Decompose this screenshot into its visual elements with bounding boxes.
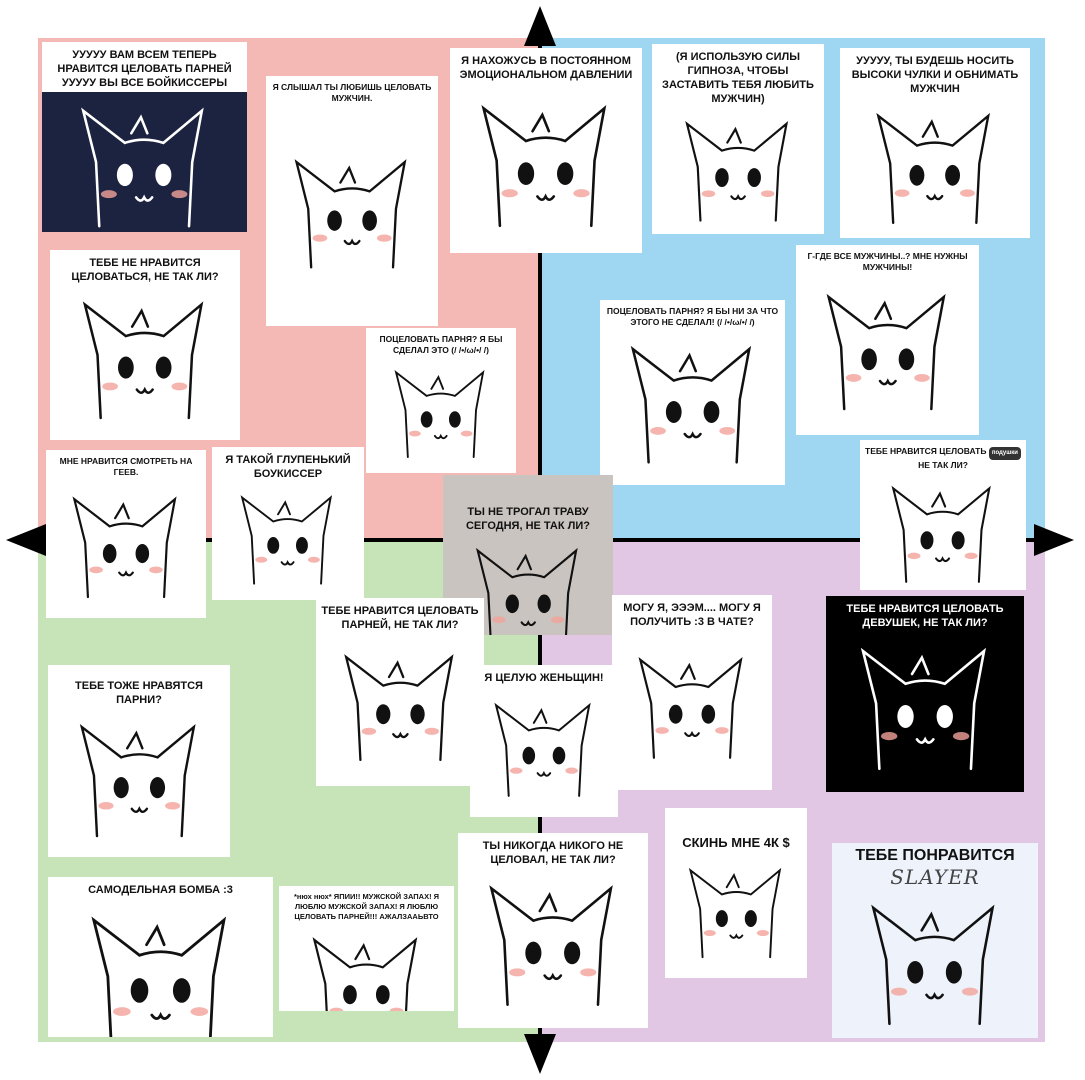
meme-caption: САМОДЕЛЬНАЯ БОМБА :3	[88, 884, 233, 896]
cat-image	[470, 687, 618, 817]
caption-text: ТЕБЕ НРАВИТСЯ ЦЕЛОВАТЬ	[865, 446, 987, 456]
meme-caption: ТЕБЕ НРАВИТСЯ ЦЕЛОВАТЬ ДЕВУШЕК, НЕ ТАК Л…	[846, 603, 1004, 629]
cat-face-icon	[91, 916, 226, 1037]
meme-caption: *нюх нюх* ЯПИИ!! МУЖСКОЙ ЗАПАХ! Я ЛЮБЛЮ …	[293, 892, 440, 921]
cat-face-icon	[871, 904, 995, 1026]
slayer-logo: SLAYER	[890, 865, 980, 889]
cat-face-icon	[294, 158, 407, 269]
meme-caption: ТЕБЕ ПОНРАВИТСЯ	[855, 847, 1015, 864]
cat-image	[316, 634, 484, 786]
cat-face-icon	[475, 548, 578, 635]
meme-card: УУУУУ ВАМ ВСЕМ ТЕПЕРЬ НРАВИТСЯ ЦЕЛОВАТЬ …	[42, 42, 247, 232]
cat-image	[42, 92, 247, 232]
meme-caption: ТЕБЕ НРАВИТСЯ ЦЕЛОВАТЬ ПАРНЕЙ, НЕ ТАК ЛИ…	[321, 605, 479, 631]
meme-caption: (Я ИСПОЛЬЗУЮ СИЛЫ ГИПНОЗА, ЧТОБЫ ЗАСТАВИ…	[662, 51, 814, 105]
meme-card: Я НАХОЖУСЬ В ПОСТОЯННОМ ЭМОЦИОНАЛЬНОМ ДА…	[450, 48, 642, 253]
meme-card: САМОДЕЛЬНАЯ БОМБА :3	[48, 877, 273, 1037]
cat-face-icon	[638, 657, 743, 760]
censored-word: подушки	[988, 447, 1021, 460]
meme-card: Я СЛЫШАЛ ТЫ ЛЮБИШЬ ЦЕЛОВАТЬ МУЖЧИН.	[266, 76, 438, 326]
meme-caption: ТЕБЕ ТОЖЕ НРАВЯТСЯ ПАРНИ?	[75, 680, 203, 706]
cat-image	[665, 852, 807, 978]
meme-caption: СКИНЬ МНЕ 4К $	[682, 835, 790, 850]
cat-image	[266, 106, 438, 326]
cat-face-icon	[688, 867, 781, 959]
cat-image	[450, 84, 642, 253]
cat-image	[652, 108, 824, 234]
cat-face-icon	[240, 494, 333, 585]
meme-card: ТЕБЕ ТОЖЕ НРАВЯТСЯ ПАРНИ?	[48, 665, 230, 857]
meme-card: Г-ГДЕ ВСЕ МУЖЧИНЫ..? МНЕ НУЖНЫ МУЖЧИНЫ!	[796, 245, 979, 435]
meme-caption: Я НАХОЖУСЬ В ПОСТОЯННОМ ЭМОЦИОНАЛЬНОМ ДА…	[459, 55, 633, 81]
meme-card: Я ТАКОЙ ГЛУПЕНЬКИЙ БОУКИССЕР	[212, 447, 364, 600]
meme-card: ТЕБЕ НРАВИТСЯ ЦЕЛОВАТЬ ПАРНЕЙ, НЕ ТАК ЛИ…	[316, 598, 484, 786]
meme-caption: ТЫ НЕ ТРОГАЛ ТРАВУ СЕГОДНЯ, НЕ ТАК ЛИ?	[465, 506, 590, 532]
cat-face-icon	[394, 369, 485, 458]
meme-card: ТЫ НИКОГДА НИКОГО НЕ ЦЕЛОВАЛ, НЕ ТАК ЛИ?	[458, 833, 648, 1028]
meme-caption: Я ЦЕЛУЮ ЖЕНЬЩИН!	[484, 672, 604, 684]
cat-face-icon	[891, 485, 992, 583]
meme-card: МОГУ Я, ЭЭЭМ.... МОГУ Я ПОЛУЧИТЬ :3 В ЧА…	[612, 595, 772, 790]
cat-face-icon	[489, 885, 614, 1007]
meme-card: УУУУУ, ТЫ БУДЕШЬ НОСИТЬ ВЫСОКИ ЧУЛКИ И О…	[840, 48, 1030, 238]
cat-face-icon	[860, 648, 986, 771]
meme-caption: МНЕ НРАВИТСЯ СМОТРЕТЬ НА ГЕЕВ.	[59, 456, 193, 477]
cat-face-icon	[876, 112, 991, 224]
meme-caption: Я ТАКОЙ ГЛУПЕНЬКИЙ БОУКИССЕР	[225, 454, 351, 480]
meme-card: ТЕБЕ НРАВИТСЯ ЦЕЛОВАТЬ подушки НЕ ТАК ЛИ?	[860, 440, 1026, 590]
cat-image	[826, 632, 1024, 792]
cat-image	[50, 286, 240, 440]
meme-caption: Г-ГДЕ ВСЕ МУЖЧИНЫ..? МНЕ НУЖНЫ МУЖЧИНЫ!	[807, 251, 968, 272]
cat-image	[840, 98, 1030, 238]
cat-image	[443, 535, 613, 635]
cat-image	[458, 869, 648, 1028]
cat-face-icon	[630, 346, 751, 464]
meme-card: МНЕ НРАВИТСЯ СМОТРЕТЬ НА ГЕЕВ.	[46, 450, 206, 618]
meme-card: ТЕБЕ НРАВИТСЯ ЦЕЛОВАТЬ ДЕВУШЕК, НЕ ТАК Л…	[826, 596, 1024, 792]
meme-caption: ТЕБЕ НЕ НРАВИТСЯ ЦЕЛОВАТЬСЯ, НЕ ТАК ЛИ?	[71, 257, 219, 283]
meme-card: Я ЦЕЛУЮ ЖЕНЬЩИН!	[470, 665, 618, 817]
meme-card: *нюх нюх* ЯПИИ!! МУЖСКОЙ ЗАПАХ! Я ЛЮБЛЮ …	[279, 886, 454, 1011]
cat-image	[48, 709, 230, 857]
meme-card: (Я ИСПОЛЬЗУЮ СИЛЫ ГИПНОЗА, ЧТОБЫ ЗАСТАВИ…	[652, 44, 824, 234]
cat-face-icon	[81, 107, 205, 228]
meme-caption: УУУУУ ВАМ ВСЕМ ТЕПЕРЬ НРАВИТСЯ ЦЕЛОВАТЬ …	[42, 42, 247, 92]
cat-face-icon	[481, 104, 607, 227]
cat-face-icon	[343, 654, 454, 762]
cat-image	[46, 480, 206, 618]
arrow-left-icon	[6, 524, 46, 556]
cat-image	[832, 889, 1038, 1038]
meme-card: ПОЦЕЛОВАТЬ ПАРНЯ? Я БЫ НИ ЗА ЧТО ЭТОГО Н…	[600, 300, 785, 485]
meme-caption: ТЫ НИКОГДА НИКОГО НЕ ЦЕЛОВАЛ, НЕ ТАК ЛИ?	[482, 840, 624, 866]
cat-face-icon	[494, 702, 591, 798]
cat-image	[212, 483, 364, 600]
cat-image	[279, 924, 454, 1011]
arrow-right-icon	[1034, 524, 1074, 556]
meme-caption: ПОЦЕЛОВАТЬ ПАРНЯ? Я БЫ НИ ЗА ЧТО ЭТОГО Н…	[606, 306, 779, 327]
meme-caption: МОГУ Я, ЭЭЭМ.... МОГУ Я ПОЛУЧИТЬ :3 В ЧА…	[623, 602, 761, 628]
cat-image	[612, 631, 772, 790]
cat-face-icon	[72, 495, 177, 598]
cat-face-icon	[826, 294, 946, 411]
cat-image	[860, 473, 1026, 590]
cat-face-icon	[312, 937, 418, 1011]
cat-face-icon	[83, 301, 204, 420]
cat-image	[600, 330, 785, 485]
cat-image	[48, 899, 273, 1037]
cat-image	[796, 275, 979, 435]
meme-caption: УУУУУ, ТЫ БУДЕШЬ НОСИТЬ ВЫСОКИ ЧУЛКИ И О…	[851, 55, 1019, 95]
meme-caption: Я СЛЫШАЛ ТЫ ЛЮБИШЬ ЦЕЛОВАТЬ МУЖЧИН.	[272, 82, 432, 103]
cat-face-icon	[79, 723, 196, 838]
arrow-down-icon	[524, 1034, 556, 1074]
cat-image	[366, 358, 516, 473]
meme-card: СКИНЬ МНЕ 4К $	[665, 808, 807, 978]
meme-card: ПОЦЕЛОВАТЬ ПАРНЯ? Я БЫ СДЕЛАЛ ЭТО (/ /•/…	[366, 328, 516, 473]
meme-caption: ПОЦЕЛОВАТЬ ПАРНЯ? Я БЫ СДЕЛАЛ ЭТО (/ /•/…	[379, 334, 503, 355]
arrow-up-icon	[524, 6, 556, 46]
cat-face-icon	[685, 121, 789, 222]
meme-caption: ТЕБЕ НРАВИТСЯ ЦЕЛОВАТЬ подушки НЕ ТАК ЛИ?	[861, 440, 1025, 473]
meme-card: ТЕБЕ НЕ НРАВИТСЯ ЦЕЛОВАТЬСЯ, НЕ ТАК ЛИ?	[50, 250, 240, 440]
caption-text: НЕ ТАК ЛИ?	[918, 460, 968, 470]
